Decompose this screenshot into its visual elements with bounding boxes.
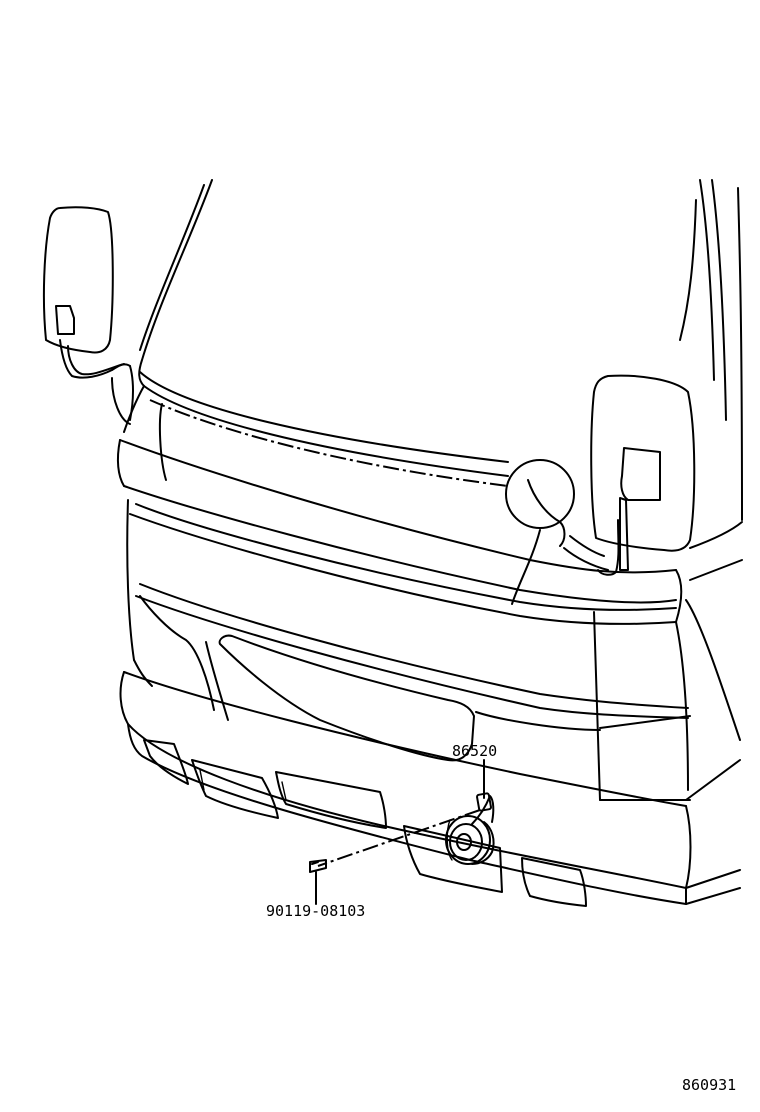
bolt-part-label: 90119-08103 bbox=[266, 902, 365, 920]
left-mirror bbox=[42, 206, 134, 425]
cab-body bbox=[116, 179, 743, 905]
diagram-code: 860931 bbox=[682, 1076, 736, 1094]
horn-assembly[interactable] bbox=[445, 792, 495, 865]
right-mirror bbox=[505, 374, 696, 605]
leader-lines bbox=[317, 759, 485, 867]
front-bumper bbox=[119, 671, 692, 907]
horn-part-label: 86520 bbox=[452, 742, 497, 760]
bolt-part[interactable] bbox=[309, 859, 327, 905]
